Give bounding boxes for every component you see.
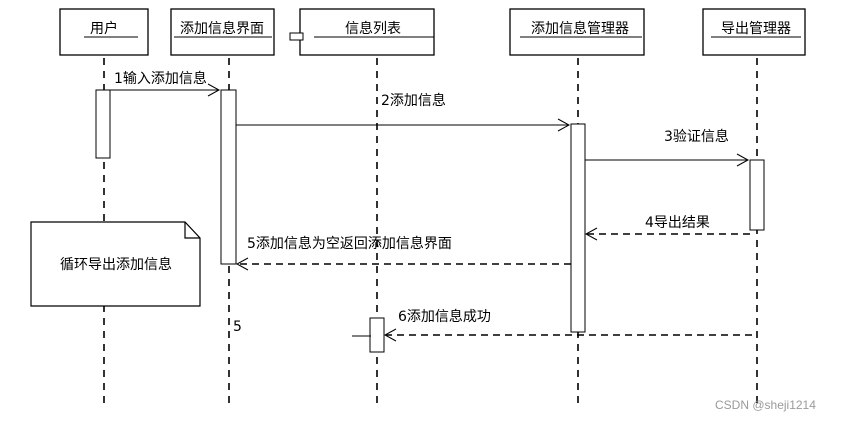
message-label: 3验证信息 <box>664 128 729 145</box>
participant-label: 导出管理器 <box>721 21 791 37</box>
message-label: 4导出结果 <box>645 215 710 231</box>
activation-add-ui <box>220 89 237 265</box>
activation-export-manager <box>749 159 765 231</box>
message-4: 4导出结果 <box>584 215 750 241</box>
participant-label: 信息列表 <box>345 20 401 37</box>
message-label: 1输入添加信息 <box>114 70 207 87</box>
message-label: 2添加信息 <box>381 92 446 109</box>
message-6: 6添加信息成功 <box>383 308 752 342</box>
component-icon <box>289 32 304 41</box>
message-label: 5添加信息为空返回添加信息界面 <box>247 235 452 252</box>
lifelines <box>103 58 758 405</box>
activation-user <box>95 89 111 159</box>
participant-export-manager: 导出管理器 <box>702 8 806 56</box>
watermark: CSDN @sheji1214 <box>715 398 816 412</box>
participant-info-list: 信息列表 <box>289 8 435 56</box>
participant-label: 添加信息管理器 <box>531 20 629 37</box>
message-1: 1输入添加信息 <box>110 70 221 97</box>
participant-label: 添加信息界面 <box>180 20 264 37</box>
participant-add-ui: 添加信息界面 <box>170 8 275 56</box>
participant-add-manager: 添加信息管理器 <box>509 8 645 56</box>
message-3: 3验证信息 <box>585 128 750 167</box>
stray-label: 5 <box>233 319 242 335</box>
message-2: 2添加信息 <box>236 92 571 132</box>
message-label: 6添加信息成功 <box>398 308 491 325</box>
participant-user: 用户 <box>59 8 149 56</box>
activation-add-manager <box>570 123 586 333</box>
participant-label: 用户 <box>90 20 118 37</box>
note-text: 循环导出添加信息 <box>60 256 172 273</box>
message-5: 5添加信息为空返回添加信息界面 <box>235 235 571 271</box>
note: 循环导出添加信息 <box>30 221 201 307</box>
activation-info-list <box>369 317 385 353</box>
